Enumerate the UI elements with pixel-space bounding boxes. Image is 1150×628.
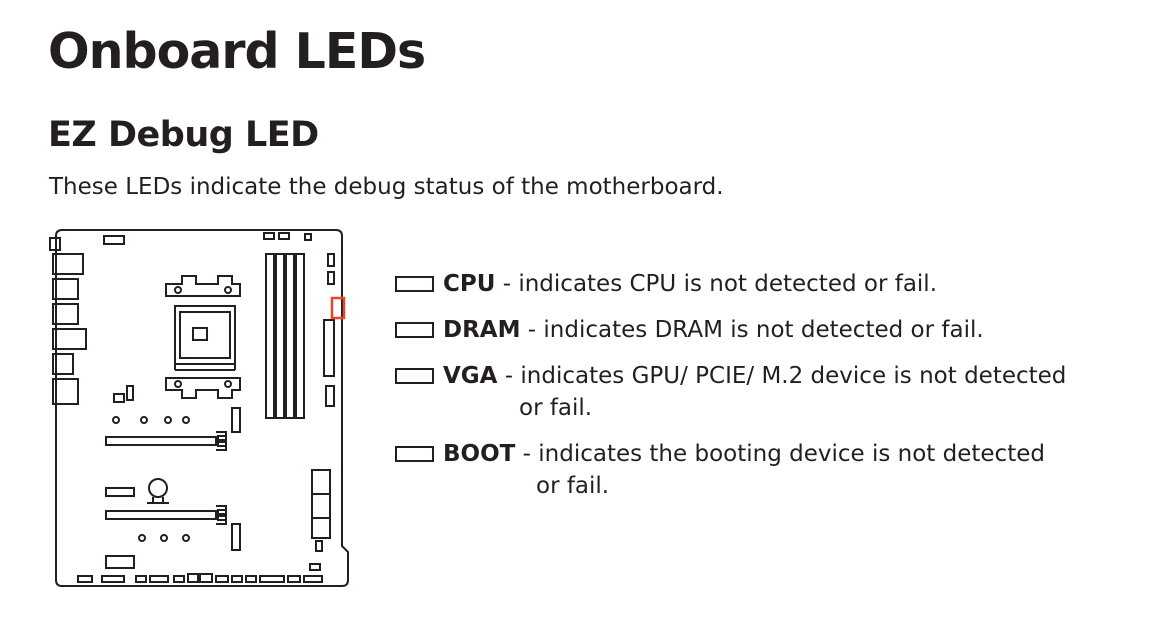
io-port [52, 353, 74, 375]
io-port [52, 378, 79, 405]
led-icon [395, 446, 434, 462]
led-name: BOOT [443, 441, 516, 467]
led-description-continued: or fail. [519, 395, 593, 421]
pcie-slot [105, 510, 217, 520]
led-item-dram: DRAM - indicates DRAM is not detected or… [394, 314, 1134, 346]
led-description: - indicates the booting device is not de… [515, 441, 1045, 467]
led-name: CPU [443, 271, 496, 297]
led-name: VGA [443, 363, 498, 389]
led-icon [395, 368, 434, 384]
led-item-cpu: CPU - indicates CPU is not detected or f… [394, 268, 1134, 300]
debug-led-highlight [330, 296, 346, 320]
led-description: - indicates GPU/ PCIE/ M.2 device is not… [497, 363, 1067, 389]
section-title: EZ Debug LED [48, 115, 319, 155]
pcie-slot [105, 436, 217, 446]
cpu-bracket-top [165, 275, 241, 297]
io-port [52, 278, 79, 300]
io-port [49, 237, 61, 251]
led-item-boot: BOOT - indicates the booting device is n… [394, 438, 1134, 502]
led-icon [395, 276, 434, 292]
io-port [52, 253, 84, 275]
led-description: - indicates DRAM is not detected or fail… [520, 317, 984, 343]
intro-text: These LEDs indicate the debug status of … [49, 174, 724, 200]
led-description: - indicates CPU is not detected or fail. [495, 271, 938, 297]
cpu-bracket-bottom [165, 377, 241, 399]
io-port [52, 328, 87, 350]
page-title: Onboard LEDs [48, 23, 426, 80]
board-outline [55, 229, 349, 587]
led-legend: CPU - indicates CPU is not detected or f… [394, 268, 1134, 516]
led-icon [395, 322, 434, 338]
led-description-continued: or fail. [536, 473, 610, 499]
led-item-vga: VGA - indicates GPU/ PCIE/ M.2 device is… [394, 360, 1134, 424]
dimm-slot [295, 253, 305, 419]
cpu-socket [174, 305, 236, 365]
led-name: DRAM [443, 317, 521, 343]
io-port [52, 303, 79, 325]
dimm-slot [285, 253, 295, 419]
motherboard-diagram [49, 229, 349, 587]
dimm-slot [265, 253, 275, 419]
dimm-slot [275, 253, 285, 419]
